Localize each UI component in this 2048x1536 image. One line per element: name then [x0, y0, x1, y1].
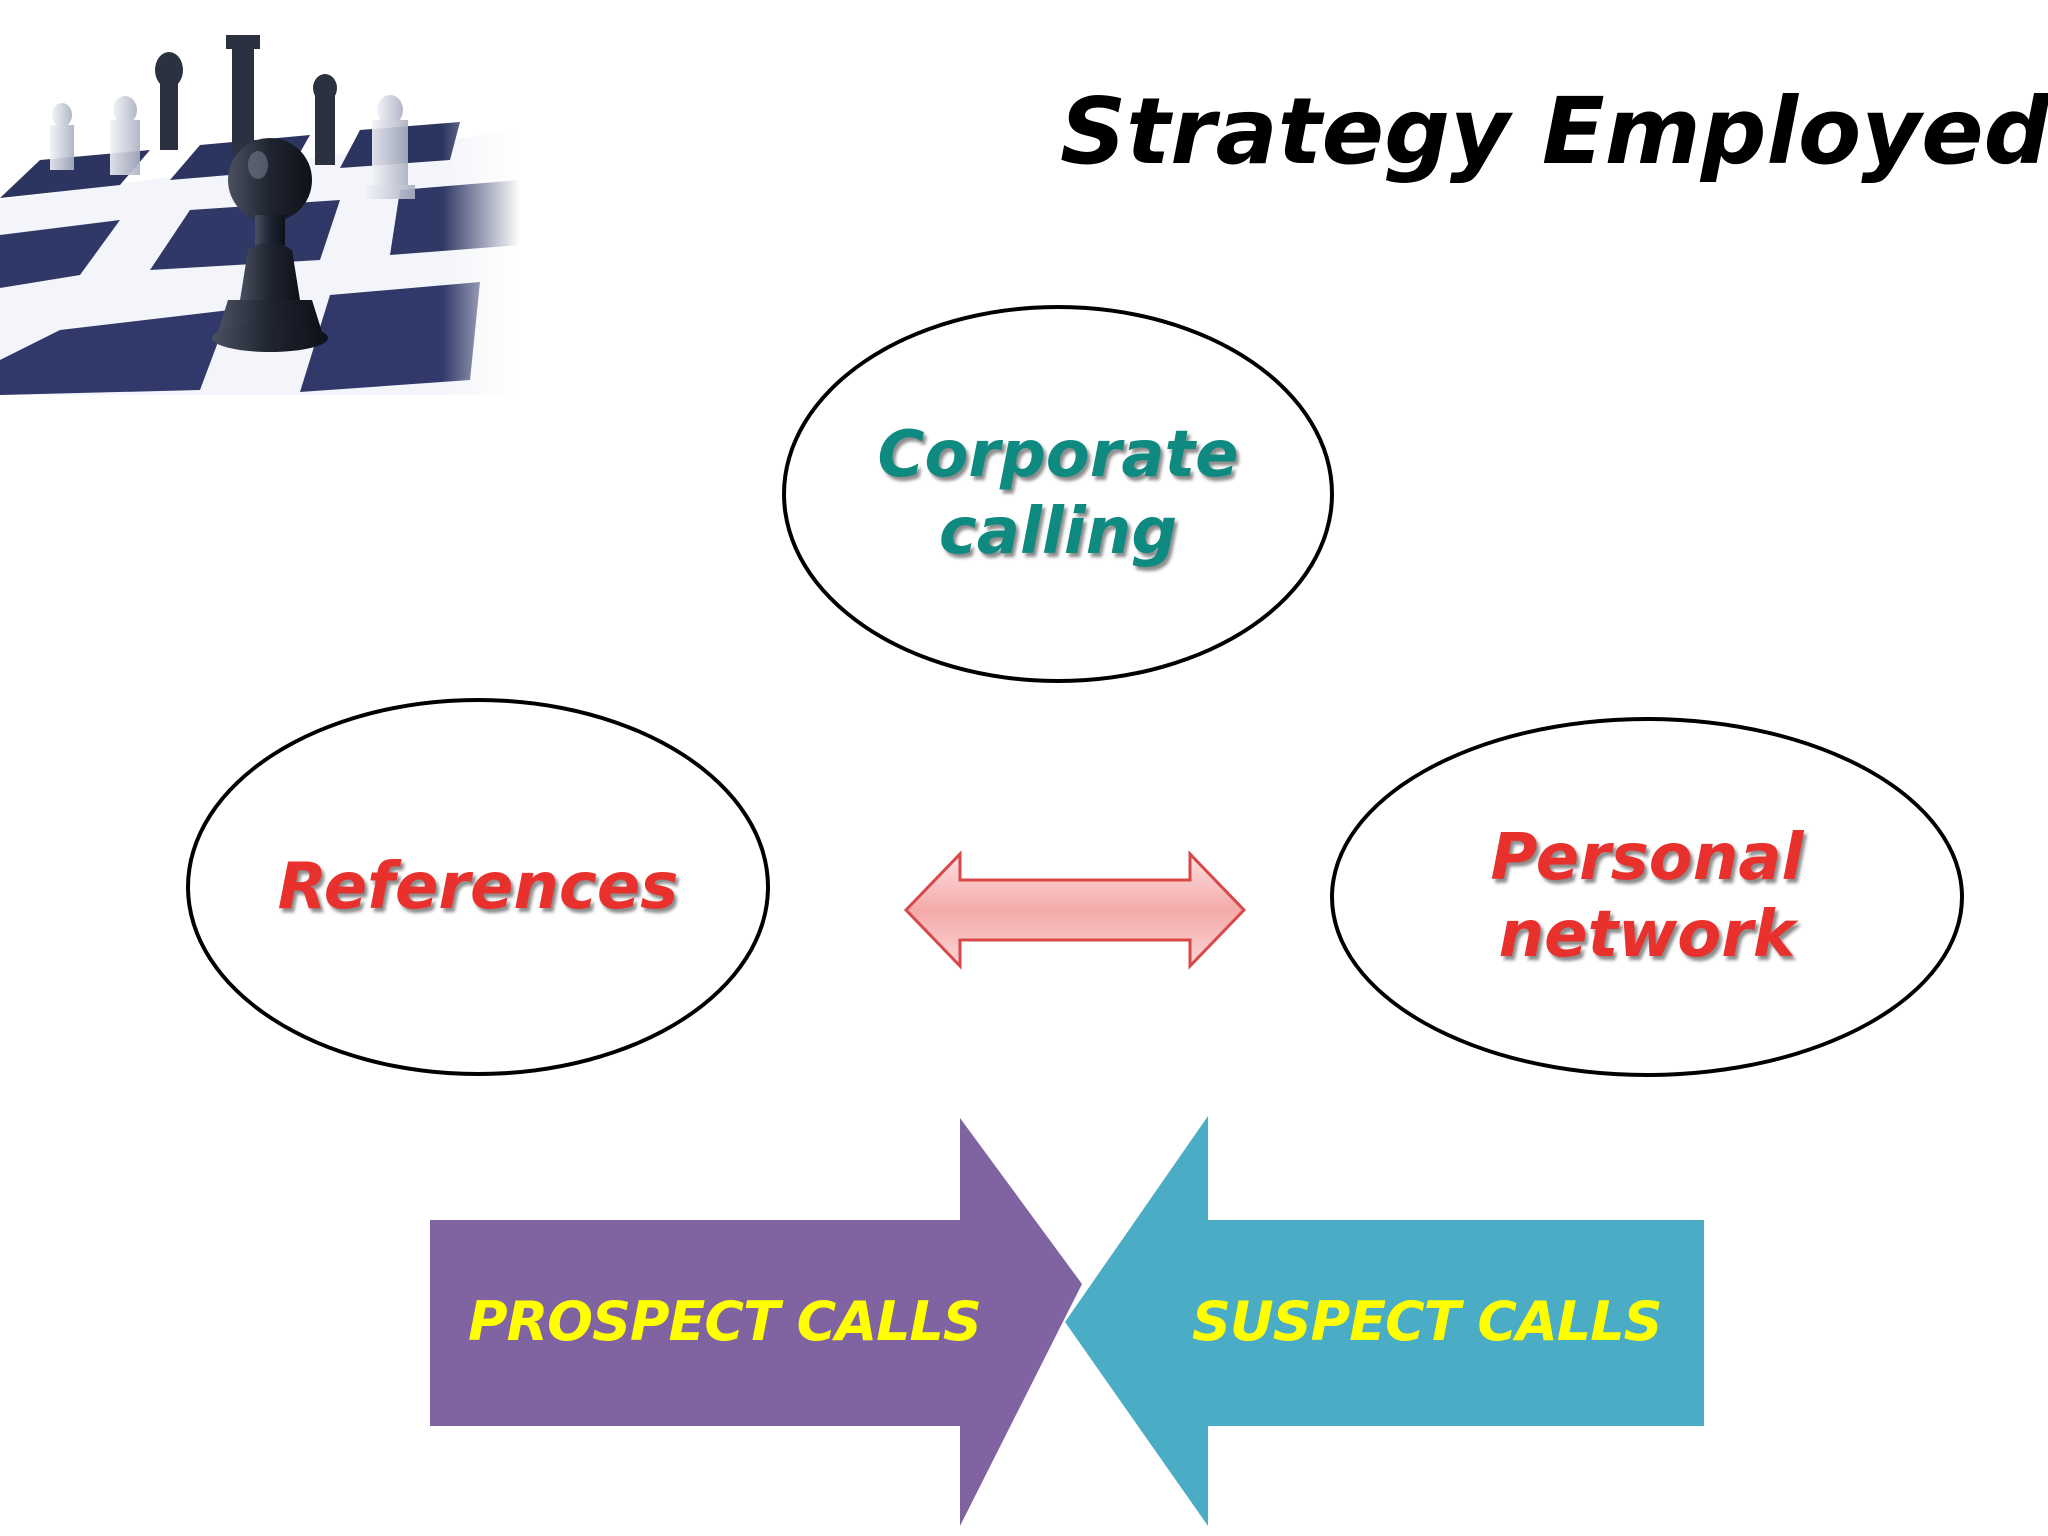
prospect-calls-label: PROSPECT CALLS: [468, 1290, 982, 1353]
suspect-arrow: [1065, 1116, 1704, 1526]
double-arrow-connector: [903, 850, 1247, 970]
corporate-calling-node: Corporate calling: [782, 305, 1334, 683]
references-label: References: [277, 849, 679, 924]
slide-title: Strategy Employed: [1060, 78, 2048, 185]
chess-pieces-image: [0, 20, 520, 395]
corporate-calling-label: Corporate calling: [877, 418, 1239, 569]
personal-network-label: Personal network: [1490, 821, 1804, 972]
references-node: References: [186, 698, 770, 1076]
prospect-arrow: [430, 1118, 1082, 1526]
personal-network-node: Personal network: [1330, 717, 1964, 1077]
suspect-calls-label: SUSPECT CALLS: [1192, 1290, 1662, 1353]
calls-arrows: [430, 1116, 1704, 1526]
